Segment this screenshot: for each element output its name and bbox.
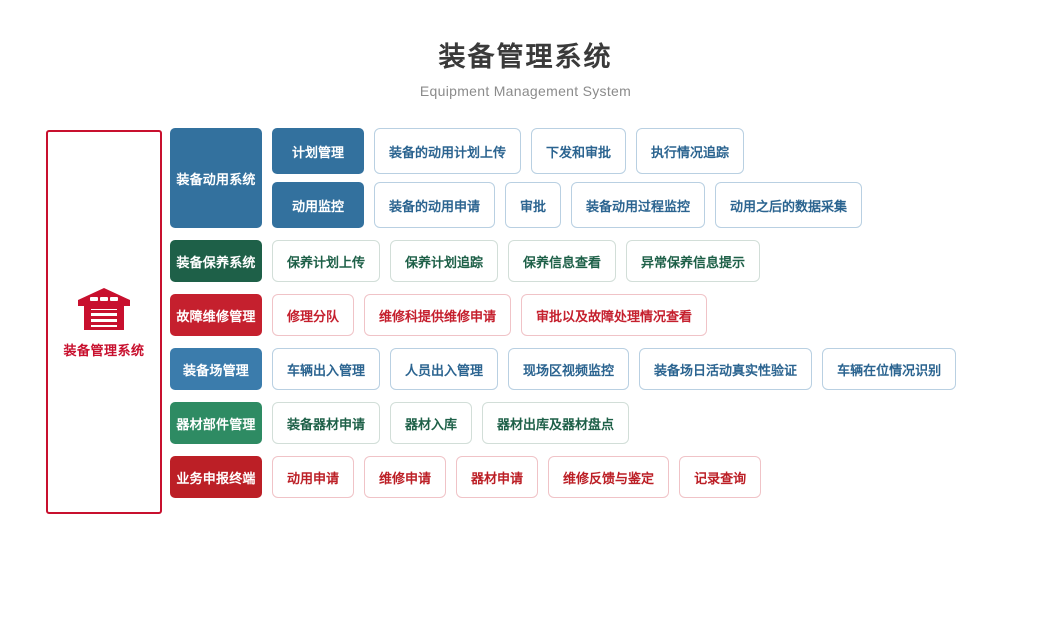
diagram-rows: 装备动用系统 计划管理 装备的动用计划上传 下发和审批 执行情况追踪 动用监控 … — [170, 128, 1030, 510]
leaf-item[interactable]: 装备器材申请 — [272, 402, 381, 444]
page-title: 装备管理系统 — [438, 42, 613, 72]
leaf-item[interactable]: 器材入库 — [390, 402, 473, 444]
category-block[interactable]: 装备动用系统 — [170, 128, 262, 228]
subcategory-block[interactable]: 计划管理 — [272, 128, 364, 174]
branch-row: 计划管理 装备的动用计划上传 下发和审批 执行情况追踪 — [262, 128, 1030, 174]
branch-group: 修理分队 维修科提供维修申请 审批以及故障处理情况查看 — [262, 294, 1030, 336]
leaf-item[interactable]: 保养信息查看 — [508, 240, 617, 282]
leaf-item[interactable]: 动用申请 — [272, 456, 355, 498]
category-block[interactable]: 装备场管理 — [170, 348, 262, 390]
leaf-item[interactable]: 下发和审批 — [531, 128, 627, 174]
warehouse-icon — [76, 286, 132, 332]
diagram-row: 故障维修管理 修理分队 维修科提供维修申请 审批以及故障处理情况查看 — [170, 294, 1030, 336]
branch-group: 车辆出入管理 人员出入管理 现场区视频监控 装备场日活动真实性验证 车辆在位情况… — [262, 348, 1030, 390]
leaf-item[interactable]: 保养计划追踪 — [390, 240, 499, 282]
root-system-label: 装备管理系统 — [63, 342, 145, 358]
leaf-item[interactable]: 异常保养信息提示 — [626, 240, 761, 282]
category-block[interactable]: 器材部件管理 — [170, 402, 262, 444]
branch-row: 保养计划上传 保养计划追踪 保养信息查看 异常保养信息提示 — [262, 240, 1030, 282]
leaf-item[interactable]: 装备场日活动真实性验证 — [639, 348, 813, 390]
category-block[interactable]: 装备保养系统 — [170, 240, 262, 282]
branch-row: 修理分队 维修科提供维修申请 审批以及故障处理情况查看 — [262, 294, 1030, 336]
leaf-item[interactable]: 人员出入管理 — [390, 348, 499, 390]
leaf-item[interactable]: 执行情况追踪 — [636, 128, 745, 174]
leaf-item[interactable]: 动用之后的数据采集 — [715, 182, 863, 228]
leaf-item[interactable]: 器材申请 — [456, 456, 539, 498]
leaf-item[interactable]: 车辆在位情况识别 — [822, 348, 957, 390]
leaf-item[interactable]: 器材出库及器材盘点 — [482, 402, 630, 444]
branch-group: 装备器材申请 器材入库 器材出库及器材盘点 — [262, 402, 1030, 444]
diagram-row: 装备保养系统 保养计划上传 保养计划追踪 保养信息查看 异常保养信息提示 — [170, 240, 1030, 282]
branch-row: 车辆出入管理 人员出入管理 现场区视频监控 装备场日活动真实性验证 车辆在位情况… — [262, 348, 1030, 390]
leaf-item[interactable]: 维修申请 — [364, 456, 447, 498]
page-subtitle: Equipment Management System — [419, 83, 632, 99]
leaf-item[interactable]: 车辆出入管理 — [272, 348, 381, 390]
page-header: 装备管理系统 Equipment Management System — [0, 40, 1051, 100]
branch-group: 计划管理 装备的动用计划上传 下发和审批 执行情况追踪 动用监控 装备的动用申请… — [262, 128, 1030, 228]
subcategory-block[interactable]: 动用监控 — [272, 182, 364, 228]
leaf-item[interactable]: 保养计划上传 — [272, 240, 381, 282]
branch-group: 动用申请 维修申请 器材申请 维修反馈与鉴定 记录查询 — [262, 456, 1030, 498]
branch-row: 动用监控 装备的动用申请 审批 装备动用过程监控 动用之后的数据采集 — [262, 182, 1030, 228]
leaf-item[interactable]: 记录查询 — [679, 456, 762, 498]
diagram-row: 器材部件管理 装备器材申请 器材入库 器材出库及器材盘点 — [170, 402, 1030, 444]
leaf-item[interactable]: 审批 — [505, 182, 562, 228]
category-block[interactable]: 故障维修管理 — [170, 294, 262, 336]
leaf-item[interactable]: 装备的动用计划上传 — [374, 128, 522, 174]
category-block[interactable]: 业务申报终端 — [170, 456, 262, 498]
leaf-item[interactable]: 装备的动用申请 — [374, 182, 496, 228]
leaf-item[interactable]: 审批以及故障处理情况查看 — [521, 294, 708, 336]
diagram-row: 装备动用系统 计划管理 装备的动用计划上传 下发和审批 执行情况追踪 动用监控 … — [170, 128, 1030, 228]
leaf-item[interactable]: 维修科提供维修申请 — [364, 294, 512, 336]
root-system-panel[interactable]: 装备管理系统 — [46, 130, 162, 514]
leaf-item[interactable]: 装备动用过程监控 — [571, 182, 706, 228]
leaf-item[interactable]: 修理分队 — [272, 294, 355, 336]
branch-row: 装备器材申请 器材入库 器材出库及器材盘点 — [262, 402, 1030, 444]
diagram-row: 装备场管理 车辆出入管理 人员出入管理 现场区视频监控 装备场日活动真实性验证 … — [170, 348, 1030, 390]
branch-row: 动用申请 维修申请 器材申请 维修反馈与鉴定 记录查询 — [262, 456, 1030, 498]
leaf-item[interactable]: 现场区视频监控 — [508, 348, 630, 390]
diagram-row: 业务申报终端 动用申请 维修申请 器材申请 维修反馈与鉴定 记录查询 — [170, 456, 1030, 498]
branch-group: 保养计划上传 保养计划追踪 保养信息查看 异常保养信息提示 — [262, 240, 1030, 282]
leaf-item[interactable]: 维修反馈与鉴定 — [548, 456, 670, 498]
